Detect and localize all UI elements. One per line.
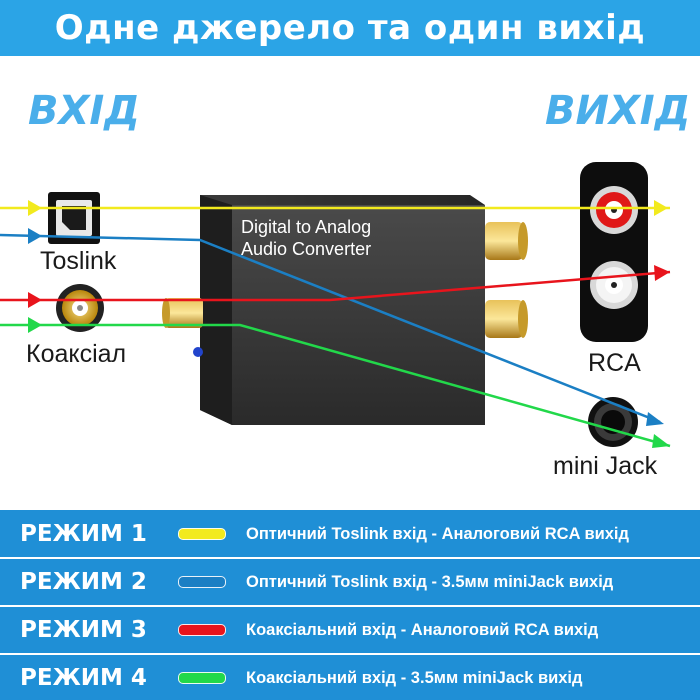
- coaxial-port-icon: [56, 284, 104, 332]
- title-bar: Одне джерело та один вихід: [0, 0, 700, 56]
- mode-divider: [0, 605, 700, 607]
- mode1-line: [0, 200, 670, 216]
- mode-name: РЕЖИМ 3: [20, 617, 147, 643]
- mode-description: Оптичний Toslink вхід - Аналоговий RCA в…: [246, 524, 629, 543]
- mode-divider: [0, 653, 700, 655]
- page-title: Одне джерело та один вихід: [54, 8, 646, 48]
- mode-description: Коаксіальний вхід - 3.5мм miniJack вихід: [246, 668, 583, 687]
- mode-color-swatch: [178, 624, 226, 636]
- device-label-line2: Audio Converter: [241, 239, 371, 259]
- mode-color-swatch: [178, 528, 226, 540]
- mode-description: Коаксіальний вхід - Аналоговий RCA вихід: [246, 620, 599, 639]
- mode-color-swatch: [178, 576, 226, 588]
- device-label-line1: Digital to Analog: [241, 217, 371, 237]
- coaxial-label: Коаксіал: [26, 340, 127, 368]
- mode-name: РЕЖИМ 2: [20, 569, 147, 595]
- mode-color-swatch: [178, 672, 226, 684]
- mode-row-3: РЕЖИМ 3 Коаксіальний вхід - Аналоговий R…: [0, 610, 700, 650]
- mode-row-1: РЕЖИМ 1 Оптичний Toslink вхід - Аналогов…: [0, 514, 700, 554]
- rca-label: RCA: [588, 349, 641, 377]
- mode-description: Оптичний Toslink вхід - 3.5мм miniJack в…: [246, 572, 614, 591]
- mode-name: РЕЖИМ 4: [20, 665, 147, 691]
- connection-diagram: Digital to Analog Audio Converter: [0, 162, 671, 448]
- mode2-line: [0, 228, 664, 426]
- converter-device: [162, 195, 528, 425]
- input-header: ВХІД: [28, 88, 140, 134]
- mode4-line: [0, 317, 671, 448]
- mode-row-4: РЕЖИМ 4 Коаксіальний вхід - 3.5мм miniJa…: [0, 658, 700, 698]
- mode3-line: [0, 265, 671, 308]
- minijack-label: mini Jack: [553, 452, 658, 480]
- toslink-label: Toslink: [40, 247, 117, 275]
- mode-divider: [0, 557, 700, 559]
- rca-output-icon: [580, 162, 648, 342]
- output-header: ВИХІД: [545, 88, 691, 134]
- modes-panel: РЕЖИМ 1 Оптичний Toslink вхід - Аналогов…: [0, 510, 700, 700]
- mode-name: РЕЖИМ 1: [20, 521, 147, 547]
- mode-row-2: РЕЖИМ 2 Оптичний Toslink вхід - 3.5мм mi…: [0, 562, 700, 602]
